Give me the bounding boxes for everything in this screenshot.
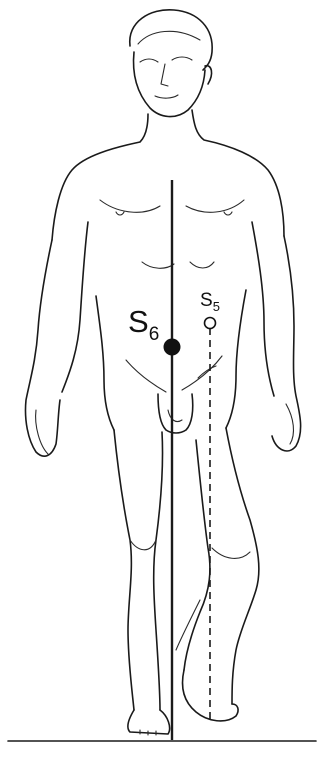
s5-point	[205, 318, 216, 329]
s6-label: S6	[128, 304, 159, 345]
s5-label-letter: S	[200, 290, 213, 311]
s5-label-subscript: 5	[213, 299, 220, 314]
upper-body	[25, 110, 300, 456]
groin	[158, 366, 216, 433]
legs	[114, 428, 259, 735]
s6-label-letter: S	[128, 304, 149, 339]
s6-label-subscript: 6	[149, 324, 160, 345]
s5-label: S5	[200, 290, 220, 314]
s6-point	[164, 339, 181, 356]
head	[130, 10, 212, 117]
